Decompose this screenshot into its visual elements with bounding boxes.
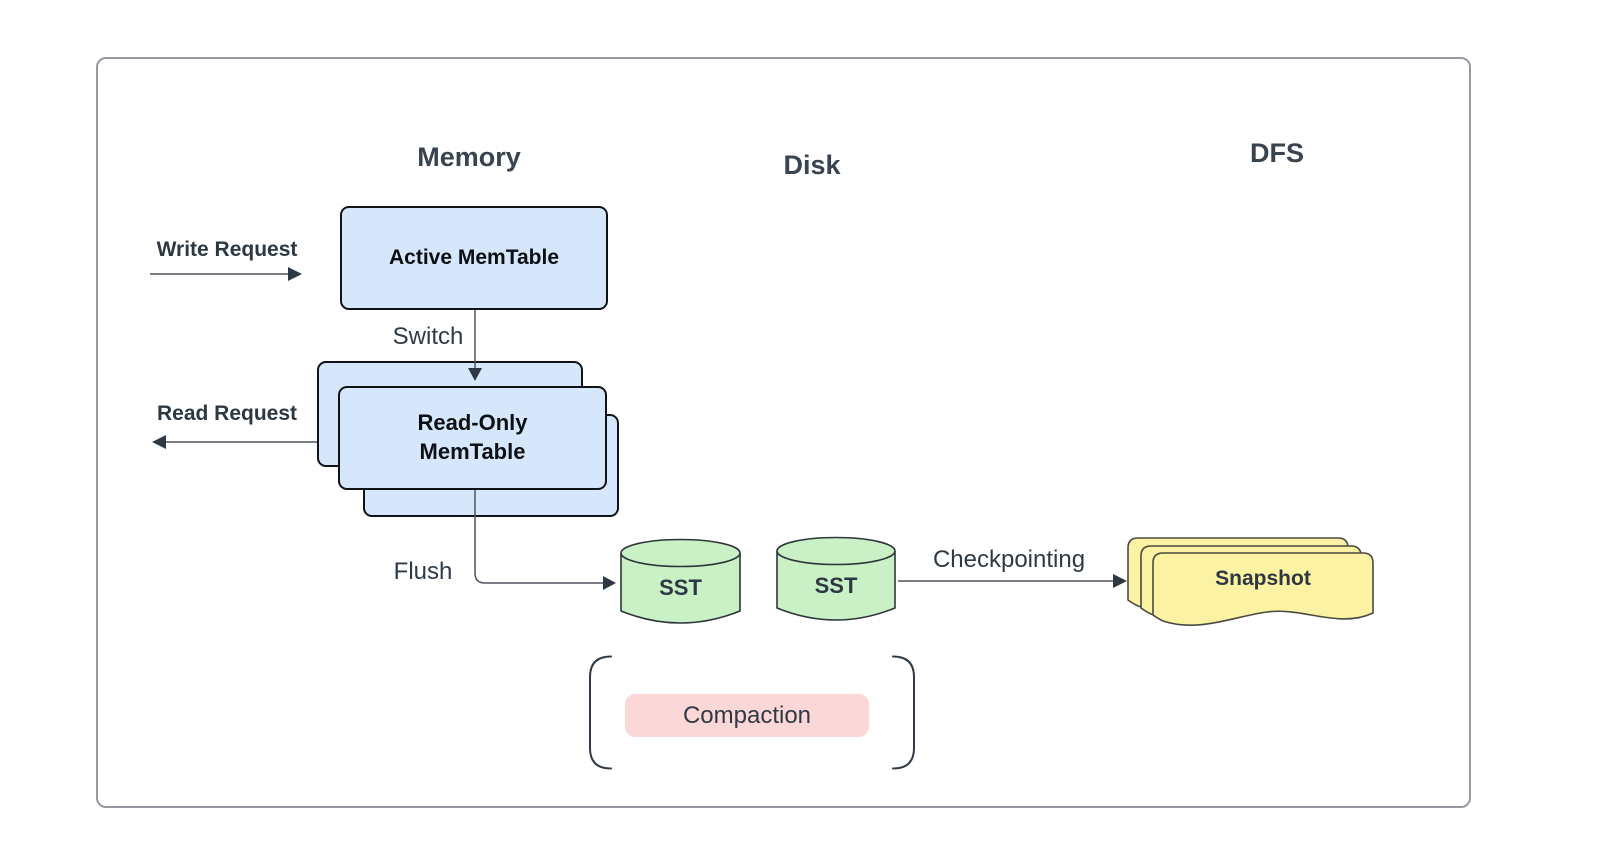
column-header-dfs: DFS — [1250, 138, 1304, 168]
switch-arrow — [468, 310, 482, 381]
flush-label: Flush — [393, 558, 453, 585]
write-request-label: Write Request — [156, 238, 298, 261]
compaction-node: Compaction — [625, 694, 869, 737]
active-memtable-node: Active MemTable — [340, 206, 608, 310]
sst-cylinder-flushed — [620, 538, 741, 624]
checkpointing-arrow — [898, 574, 1127, 588]
switch-label: Switch — [392, 323, 464, 350]
readonly-memtable-label: Read-Only MemTable — [417, 410, 528, 464]
compaction-bracket — [589, 655, 915, 770]
column-header-memory: Memory — [417, 142, 521, 172]
read-request-label: Read Request — [156, 402, 298, 425]
snapshot-page-front — [1152, 552, 1374, 626]
write-request-arrow — [150, 267, 302, 281]
checkpointing-label: Checkpointing — [932, 546, 1086, 573]
sst-cylinder-disk — [776, 536, 896, 621]
read-request-arrow — [152, 435, 317, 449]
readonly-memtable-card-front: Read-Only MemTable — [338, 386, 607, 490]
snapshot-label: Snapshot — [1215, 567, 1311, 590]
active-memtable-label: Active MemTable — [389, 246, 559, 269]
snapshot-stack — [1127, 537, 1374, 626]
sst-label-flushed: SST — [659, 575, 702, 600]
compaction-label: Compaction — [682, 701, 812, 729]
connectors-overlay — [150, 267, 1127, 590]
diagram-frame: Memory Disk DFS Write Request Switch Rea… — [96, 57, 1471, 808]
flush-connector — [474, 490, 616, 590]
column-header-disk: Disk — [783, 150, 841, 180]
sst-label-disk: SST — [814, 573, 858, 598]
